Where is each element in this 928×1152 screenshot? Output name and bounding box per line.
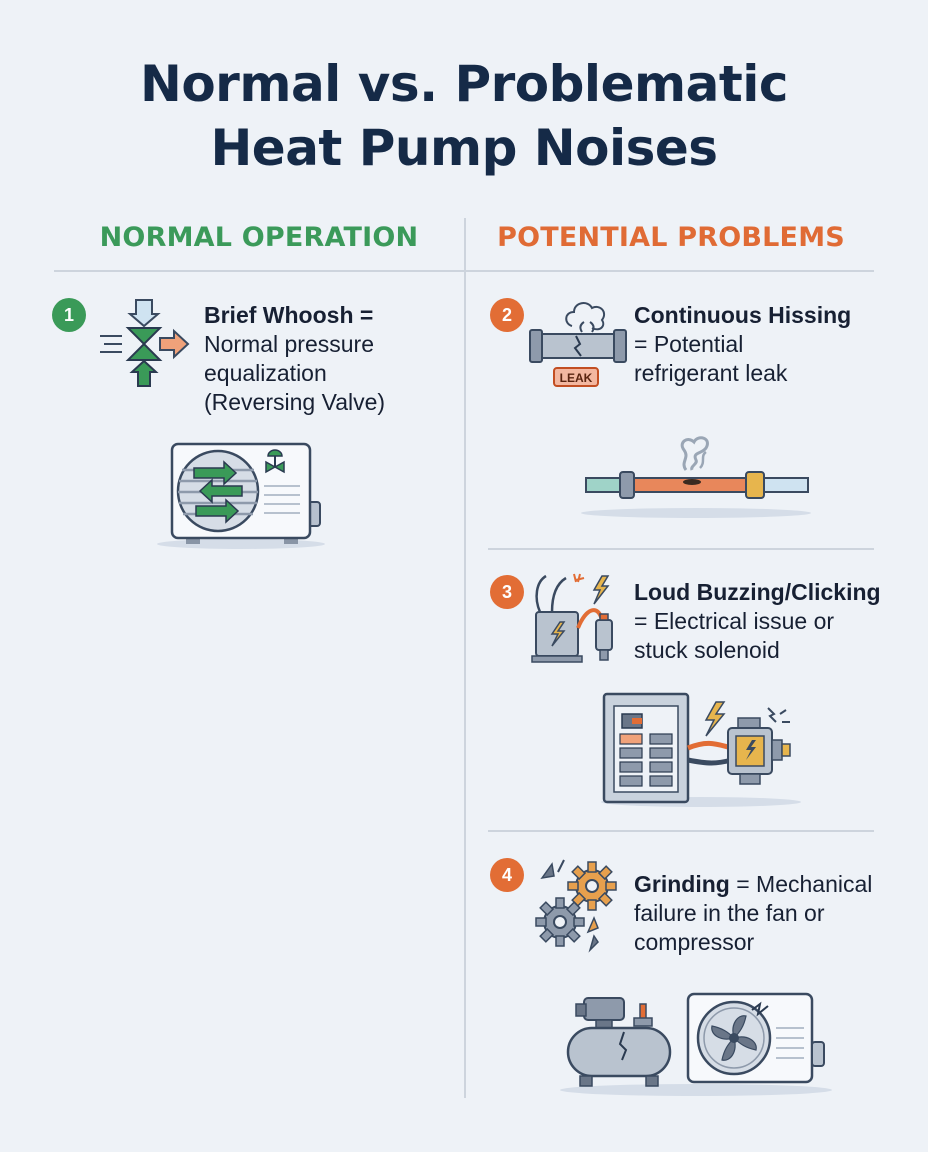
item-3-heading: Loud Buzzing/Clicking — [634, 579, 881, 605]
item-2-line-2: refrigerant leak — [634, 360, 788, 386]
broken-gears-icon — [535, 859, 617, 953]
breaker-panel-illustration — [601, 692, 801, 807]
item-1-line-2: equalization — [204, 360, 327, 386]
item-2-heading: Continuous Hissing — [634, 302, 852, 328]
outdoor-unit-illustration — [157, 442, 325, 549]
item-3-line-1: = Electrical issue or — [634, 608, 835, 634]
item-2-line-1: = Potential — [634, 331, 744, 357]
page-title: Normal vs. Problematic Heat Pump Noises — [0, 52, 928, 180]
leaking-pipe-icon: LEAK — [529, 302, 627, 387]
row-divider-1 — [488, 548, 874, 550]
item-3-badge: 3 — [490, 575, 524, 609]
row-divider-2 — [488, 830, 874, 832]
normal-column-heading: NORMAL OPERATION — [99, 222, 419, 253]
item-1-line-1: Normal pressure — [204, 331, 374, 357]
item-4-heading: Grinding — [634, 871, 730, 897]
column-divider — [464, 218, 466, 1098]
item-1-line-3: (Reversing Valve) — [204, 389, 386, 415]
item-1-badge: 1 — [52, 298, 86, 332]
item-4-description: Grinding = Mechanical failure in the fan… — [634, 870, 904, 957]
reversing-valve-icon — [100, 299, 190, 387]
item-4-heading-rest: = Mechanical — [729, 871, 873, 897]
hissing-pipe-illustration — [581, 436, 811, 518]
item-1-description: Brief Whoosh = Normal pressure equalizat… — [204, 301, 454, 417]
leak-tag-text: LEAK — [560, 371, 593, 385]
item-4-line-1: failure in the fan or — [634, 900, 825, 926]
problems-column-heading: POTENTIAL PROBLEMS — [497, 222, 845, 253]
heading-divider — [54, 270, 874, 272]
item-2-description: Continuous Hissing = Potential refrigera… — [634, 301, 894, 388]
item-1-heading: Brief Whoosh = — [204, 302, 374, 328]
title-line-1: Normal vs. Problematic — [139, 55, 789, 113]
item-4-line-2: compressor — [634, 929, 755, 955]
compressor-and-fan-illustration — [560, 992, 832, 1096]
electrical-box-icon — [531, 573, 613, 663]
item-3-line-2: stuck solenoid — [634, 637, 780, 663]
title-line-2: Heat Pump Noises — [210, 119, 718, 177]
item-2-badge: 2 — [490, 298, 524, 332]
item-3-description: Loud Buzzing/Clicking = Electrical issue… — [634, 578, 904, 665]
item-4-badge: 4 — [490, 858, 524, 892]
